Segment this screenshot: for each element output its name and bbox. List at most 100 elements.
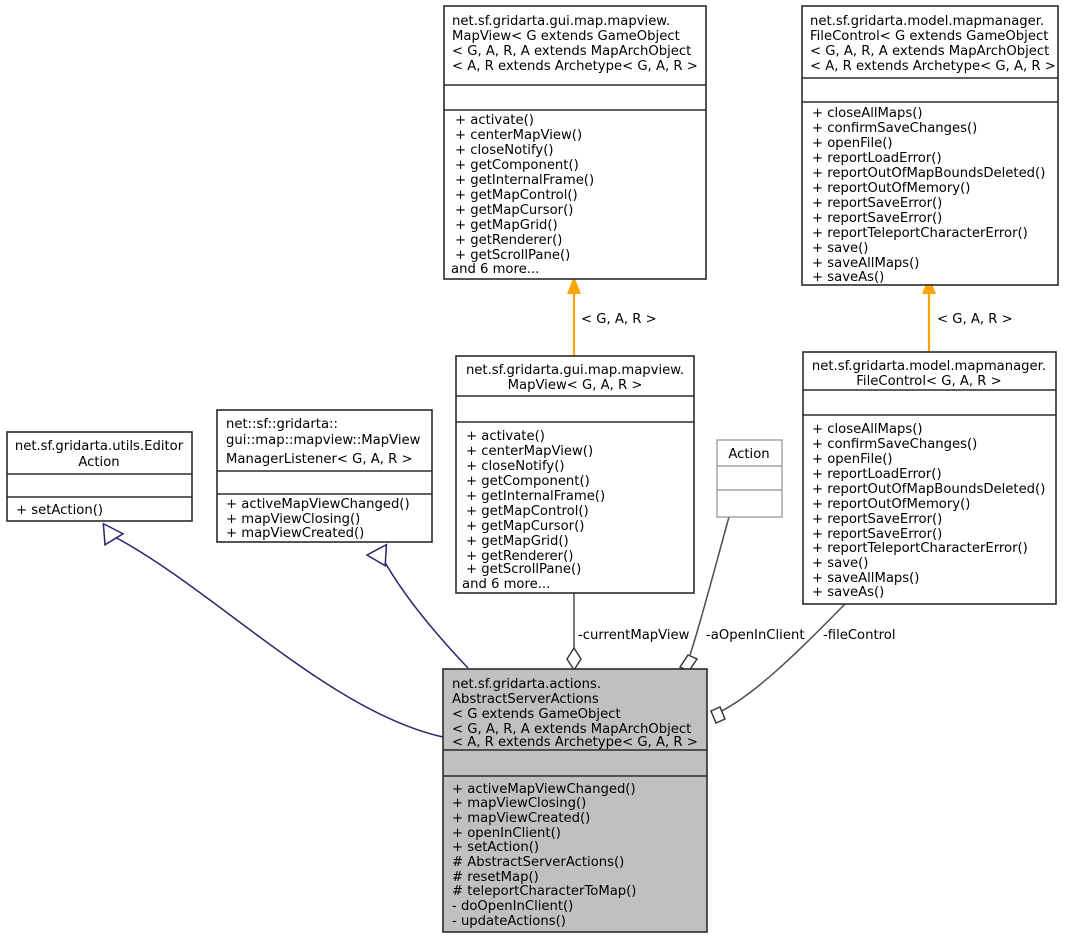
- class-method: + getMapCursor(): [455, 203, 573, 218]
- class-box-mapview-bound[interactable]: net.sf.gridarta.gui.map.mapview. MapView…: [455, 355, 695, 594]
- class-method: + activate(): [466, 429, 545, 444]
- class-method: + reportLoadError(): [812, 151, 942, 166]
- class-title-line: net.sf.gridarta.actions.: [452, 677, 601, 692]
- class-method: # resetMap(): [452, 870, 539, 885]
- class-box-filecontrol-generic[interactable]: net.sf.gridarta.model.mapmanager. FileCo…: [801, 5, 1059, 286]
- class-method: + reportOutOfMapBoundsDeleted(): [812, 482, 1045, 497]
- class-title-line: AbstractServerActions: [452, 692, 599, 707]
- class-method: + getMapControl(): [466, 504, 589, 519]
- class-title-line: < A, R extends Archetype< G, A, R >: [452, 735, 698, 750]
- class-method: + setAction(): [452, 840, 539, 855]
- class-method: # teleportCharacterToMap(): [452, 884, 636, 899]
- class-title-line: net.sf.gridarta.model.mapmanager.: [810, 14, 1044, 29]
- class-method: + centerMapView(): [466, 444, 593, 459]
- class-title-line: Action: [78, 455, 119, 470]
- class-title-line: MapView< G extends GameObject: [452, 29, 680, 44]
- class-title-line: < G extends GameObject: [452, 707, 621, 722]
- class-title-line: gui::map::mapview::MapView: [226, 433, 421, 448]
- association-current-map-view: [566, 593, 582, 672]
- class-method: + closeNotify(): [466, 459, 564, 474]
- template-binding-filecontrol: [922, 276, 936, 352]
- class-method: + reportSaveError(): [812, 512, 942, 527]
- class-method: + mapViewCreated(): [452, 811, 590, 826]
- class-title-line: FileControl< G extends GameObject: [810, 29, 1048, 44]
- class-method: + reportOutOfMemory(): [812, 497, 970, 512]
- class-method: + confirmSaveChanges(): [812, 121, 977, 136]
- class-title-line: net.sf.gridarta.model.mapmanager.: [812, 359, 1046, 374]
- class-method: + confirmSaveChanges(): [812, 437, 977, 452]
- class-method: + openInClient(): [452, 826, 561, 841]
- class-method: + mapViewCreated(): [226, 526, 364, 541]
- class-method-more: and 6 more...: [451, 262, 539, 277]
- class-method: + getComponent(): [466, 474, 590, 489]
- class-method: + getScrollPane(): [455, 248, 570, 263]
- class-method: + saveAllMaps(): [812, 256, 919, 271]
- class-title-line: MapView< G, A, R >: [508, 378, 643, 393]
- class-method: + saveAllMaps(): [812, 571, 919, 586]
- class-method: + openFile(): [812, 136, 893, 151]
- class-method: + reportTeleportCharacterError(): [812, 541, 1028, 556]
- class-method: + closeAllMaps(): [812, 106, 923, 121]
- class-method: + getRenderer(): [455, 233, 562, 248]
- inheritance-mapview-manager-listener: [365, 543, 469, 669]
- class-method: + reportSaveError(): [812, 527, 942, 542]
- class-method: - updateActions(): [452, 914, 566, 929]
- class-box-abstract-server-actions[interactable]: net.sf.gridarta.actions. AbstractServerA…: [442, 668, 708, 933]
- edge-label-current-map-view: -currentMapView: [578, 628, 690, 643]
- class-method: # AbstractServerActions(): [452, 855, 624, 870]
- class-box-mapview-generic[interactable]: net.sf.gridarta.gui.map.mapview. MapView…: [443, 5, 707, 280]
- class-method: + getInternalFrame(): [455, 173, 594, 188]
- class-method: + reportSaveError(): [812, 211, 942, 226]
- class-method: + activeMapViewChanged(): [226, 497, 410, 512]
- class-method: + getMapCursor(): [466, 519, 584, 534]
- class-method: + reportOutOfMemory(): [812, 181, 970, 196]
- class-method: + mapViewClosing(): [452, 796, 586, 811]
- class-box-mapview-manager-listener[interactable]: net::sf::gridarta:: gui::map::mapview::M…: [216, 409, 433, 543]
- class-method: + save(): [812, 556, 868, 571]
- class-method: + getMapGrid(): [455, 218, 558, 233]
- association-file-control: [710, 603, 846, 724]
- class-method: - doOpenInClient(): [452, 899, 573, 914]
- class-box-action[interactable]: Action: [716, 439, 783, 518]
- class-method: + getComponent(): [455, 158, 579, 173]
- class-method: + saveAs(): [812, 585, 884, 600]
- class-method: + save(): [812, 241, 868, 256]
- class-method: + getInternalFrame(): [466, 489, 605, 504]
- class-method: + openFile(): [812, 452, 893, 467]
- class-method: + activate(): [455, 113, 534, 128]
- class-title-line: net.sf.gridarta.gui.map.mapview.: [452, 14, 670, 29]
- edge-label-template-mapview: < G, A, R >: [581, 312, 657, 327]
- class-method: + reportTeleportCharacterError(): [812, 226, 1028, 241]
- class-title-line: Action: [728, 447, 769, 462]
- edge-label-file-control: -fileControl: [823, 628, 896, 643]
- class-box-editor-action[interactable]: net.sf.gridarta.utils.Editor Action + se…: [6, 431, 193, 522]
- class-method: + getMapGrid(): [466, 534, 569, 549]
- class-method: + getMapControl(): [455, 188, 578, 203]
- class-method: + getScrollPane(): [466, 562, 581, 577]
- class-method: + reportOutOfMapBoundsDeleted(): [812, 166, 1045, 181]
- class-method: + saveAs(): [812, 270, 884, 285]
- class-title-line: < G, A, R, A extends MapArchObject: [452, 44, 691, 59]
- class-method: + closeNotify(): [455, 143, 553, 158]
- class-title-line: ManagerListener< G, A, R >: [226, 452, 413, 467]
- class-title-line: < G, A, R, A extends MapArchObject: [810, 44, 1049, 59]
- class-title-line: < A, R extends Archetype< G, A, R >: [810, 59, 1056, 74]
- template-binding-mapview: [567, 276, 581, 356]
- class-title-line: net::sf::gridarta::: [226, 417, 338, 432]
- class-method-more: and 6 more...: [462, 577, 550, 592]
- class-method: + reportLoadError(): [812, 467, 942, 482]
- class-title-line: net.sf.gridarta.utils.Editor: [15, 439, 184, 454]
- class-box-filecontrol-bound[interactable]: net.sf.gridarta.model.mapmanager. FileCo…: [802, 351, 1057, 605]
- class-title-line: net.sf.gridarta.gui.map.mapview.: [466, 363, 684, 378]
- class-method: + setAction(): [16, 503, 103, 518]
- class-method: + mapViewClosing(): [226, 512, 360, 527]
- class-title-line: < G, A, R, A extends MapArchObject: [452, 722, 691, 737]
- edge-label-a-open-in-client: -aOpenInClient: [706, 628, 805, 643]
- class-method: + closeAllMaps(): [812, 422, 923, 437]
- edge-label-template-filecontrol: < G, A, R >: [937, 312, 1013, 327]
- class-method: + centerMapView(): [455, 128, 582, 143]
- class-title-line: FileControl< G, A, R >: [856, 374, 1001, 389]
- class-method: + activeMapViewChanged(): [452, 782, 636, 797]
